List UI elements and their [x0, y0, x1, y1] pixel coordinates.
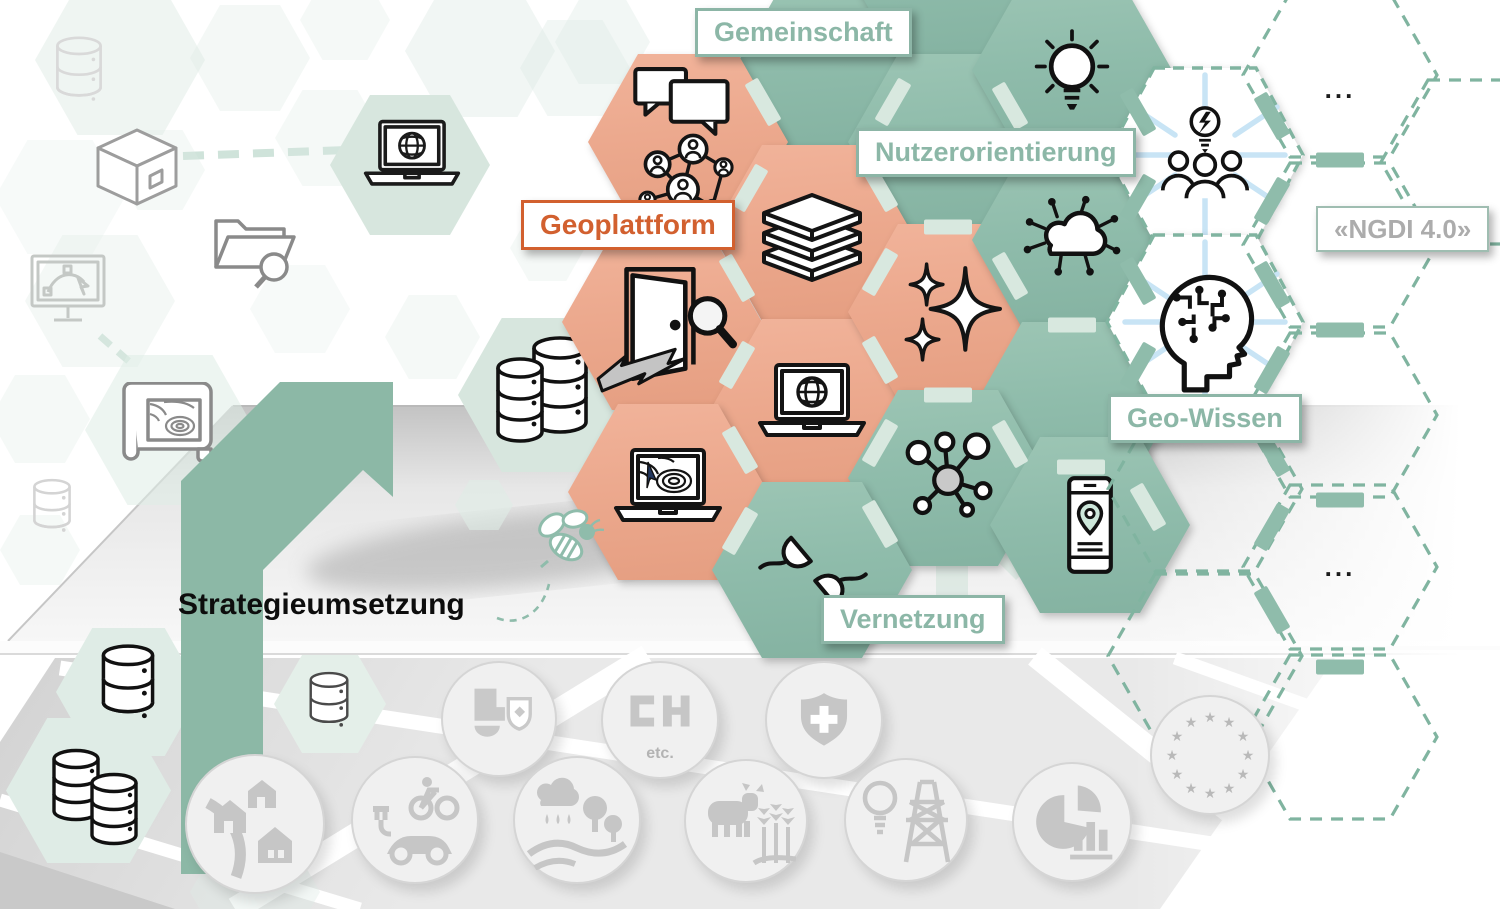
circle-energy	[844, 758, 968, 882]
svg-text:★: ★	[1204, 710, 1217, 726]
connector-bar	[1048, 317, 1096, 333]
dots-text: ...	[1324, 552, 1356, 582]
connector-bar	[1316, 492, 1364, 508]
label-text: «NGDI 4.0»	[1334, 214, 1472, 244]
network-node-icon	[905, 431, 993, 518]
database-icon	[309, 671, 349, 727]
connector-bar	[1316, 152, 1364, 168]
label-geo-wissen: Geo-Wissen	[1108, 394, 1302, 443]
label-text: Vernetzung	[840, 604, 986, 634]
decor-hexagon	[385, 295, 480, 379]
connector-bar	[1316, 322, 1364, 338]
database-stack-icon	[52, 748, 138, 846]
decor-hexagon	[0, 515, 80, 585]
connector-bar	[1316, 659, 1364, 675]
swiss-shield-icon	[800, 693, 848, 746]
database-icon	[33, 478, 71, 532]
circle-landscape	[513, 756, 641, 884]
circle-swiss-shield	[765, 661, 883, 779]
circle-eu-stars: ★★★★ ★★★★ ★★★★	[1150, 695, 1270, 815]
connector-bar	[1057, 459, 1105, 475]
svg-text:★: ★	[1223, 715, 1236, 731]
circle-houses	[185, 754, 325, 894]
hexagon-placeholder	[1105, 571, 1305, 741]
circle-coats-of-arms	[441, 661, 557, 777]
label-text: Nutzerorientierung	[875, 137, 1117, 167]
circle-statistics	[1012, 762, 1132, 882]
lightbulb-icon	[1034, 29, 1110, 110]
label-nutzerorientierung: Nutzerorientierung	[856, 128, 1136, 177]
svg-text:★: ★	[1237, 729, 1250, 745]
settlement-houses-icon	[205, 780, 292, 879]
agriculture-icon	[708, 783, 796, 866]
connector-bar	[924, 219, 972, 235]
bee-icon	[538, 509, 604, 569]
svg-text:★: ★	[1204, 786, 1217, 802]
circle-ch-etc: etc.	[601, 661, 719, 779]
svg-text:★: ★	[1171, 767, 1184, 783]
database-icon	[56, 36, 102, 101]
connector-bar	[924, 387, 972, 403]
hexagon-placeholder-dots-bottom: ...	[1240, 482, 1440, 652]
folder-search-icon	[214, 219, 296, 289]
svg-text:★: ★	[1166, 748, 1179, 764]
hexagon-placeholder-dots-top: ...	[1240, 0, 1440, 160]
bee-flight-path	[496, 583, 551, 622]
label-strategieumsetzung: Strategieumsetzung	[178, 588, 465, 621]
landscape-weather-icon	[527, 777, 627, 870]
hexagon-placeholder	[1105, 404, 1305, 574]
laptop-globe-icon	[363, 119, 461, 186]
label-text: Geoplattform	[540, 209, 716, 240]
books-stack-icon	[762, 193, 862, 282]
energy-grid-icon	[862, 779, 951, 863]
design-monitor-icon	[30, 254, 106, 322]
ch-logo-icon	[630, 695, 690, 727]
eu-stars-icon: ★★★★ ★★★★ ★★★★	[1166, 710, 1255, 802]
hexagon-placeholder	[1240, 160, 1440, 330]
laptop-map-icon	[614, 448, 722, 522]
label-geoplattform: Geoplattform	[521, 200, 735, 250]
svg-text:★: ★	[1242, 748, 1255, 764]
cantonal-coats-of-arms-icon	[474, 688, 532, 737]
circle-agriculture	[684, 759, 808, 883]
sparkles-icon	[904, 262, 1002, 362]
dots-text: ...	[1324, 74, 1356, 104]
statistics-icon	[1036, 785, 1113, 860]
label-vernetzung: Vernetzung	[821, 595, 1005, 644]
svg-text:★: ★	[1171, 729, 1184, 745]
map-scroll-icon	[122, 382, 213, 463]
label-gemeinschaft: Gemeinschaft	[695, 8, 912, 57]
smartphone-location-icon	[1067, 476, 1113, 574]
label-text: Gemeinschaft	[714, 17, 893, 47]
cloud-circuit-icon	[1023, 195, 1121, 276]
label-ngdi: «NGDI 4.0»	[1316, 206, 1490, 252]
circle-mobility	[351, 756, 479, 884]
etc-label: etc.	[646, 745, 674, 762]
package-box-icon	[96, 128, 178, 206]
e-mobility-icon	[373, 777, 460, 866]
database-icon	[101, 644, 155, 719]
head-circuit-icon	[1159, 274, 1255, 393]
svg-text:★: ★	[1223, 781, 1236, 797]
strategy-arrow	[181, 382, 393, 874]
team-idea-icon	[1160, 106, 1250, 199]
svg-text:★: ★	[1185, 781, 1198, 797]
label-text: Geo-Wissen	[1127, 403, 1283, 433]
database-stack-icon	[496, 336, 588, 443]
laptop-globe-icon	[758, 363, 866, 437]
svg-text:★: ★	[1185, 715, 1198, 731]
open-door-magnifier-icon	[596, 267, 737, 393]
svg-text:★: ★	[1237, 767, 1250, 783]
hexagon-geo-wissen	[1103, 232, 1307, 412]
hexagon-placeholder	[1378, 77, 1500, 247]
